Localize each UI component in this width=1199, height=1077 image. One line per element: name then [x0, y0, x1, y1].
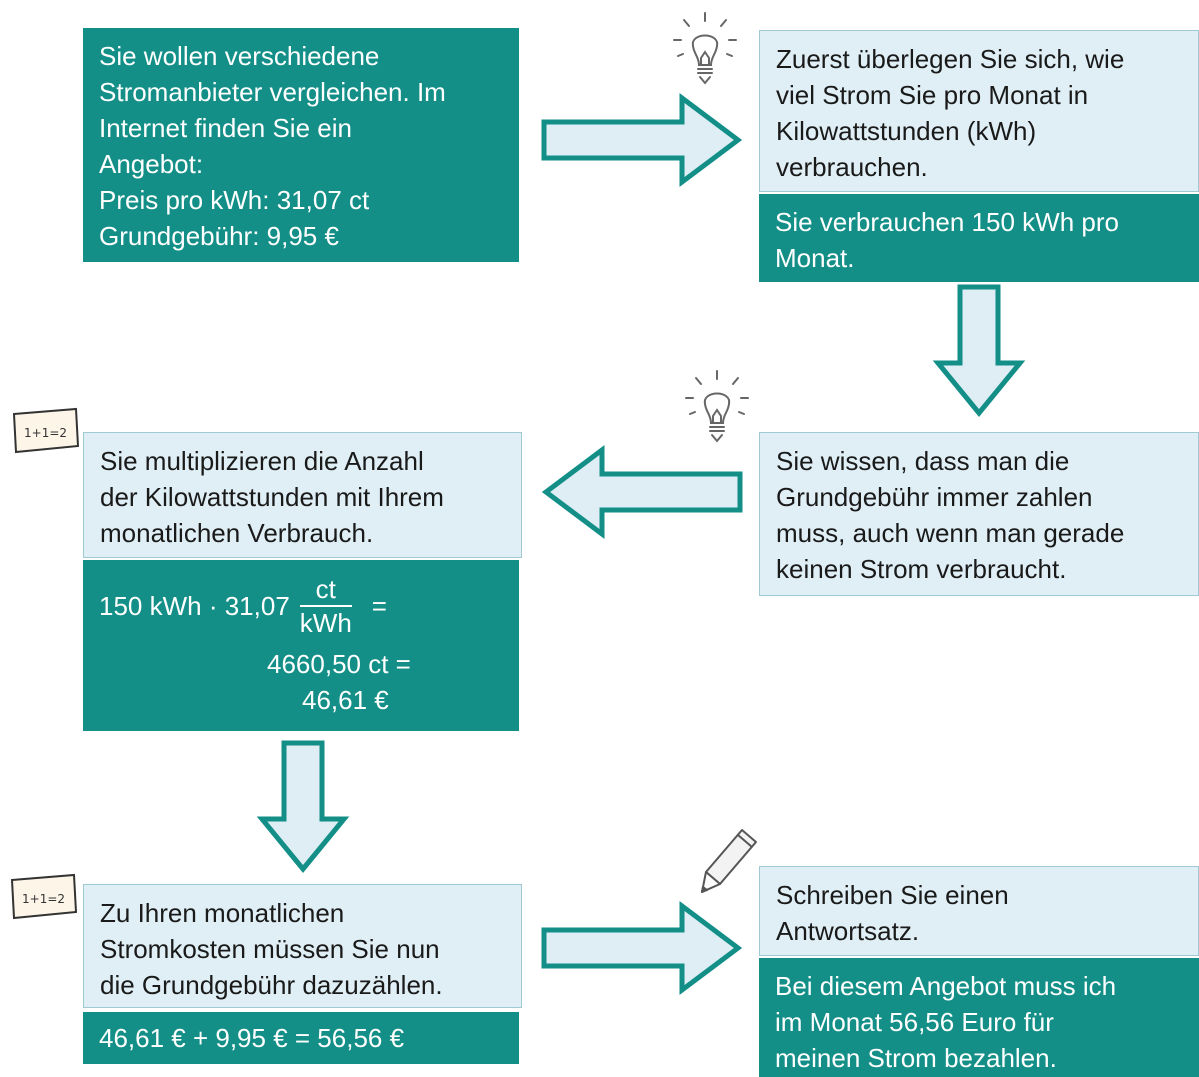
add-fee-question-box: Zu Ihren monatlichen Stromkosten müssen …: [83, 884, 522, 1008]
question-line: Stromkosten müssen Sie nun: [100, 934, 440, 964]
result-ct: 4660,50 ct =: [267, 649, 411, 679]
intro-line: Stromanbieter vergleichen. Im: [99, 77, 446, 107]
pencil-icon: [701, 829, 757, 893]
question-line: verbrauchen.: [776, 152, 928, 182]
calculation-card-icon: 1+1=2: [12, 407, 80, 454]
lightbulb-icon: [673, 12, 737, 85]
intro-fee-line: Grundgebühr: 9,95 €: [99, 221, 339, 251]
multiply-question-box: Sie multiplizieren die Anzahl der Kilowa…: [83, 432, 522, 558]
multiply-calc-box: 150 kWh · 31,07 ct kWh = 4660,50 ct = 46…: [83, 560, 519, 731]
calc-line: 150 kWh · 31,07 ct kWh =: [99, 566, 503, 646]
consumption-question-box: Zuerst überlegen Sie sich, wie viel Stro…: [759, 30, 1199, 192]
arrow-down-1: [932, 284, 1026, 417]
intro-price-line: Preis pro kWh: 31,07 ct: [99, 185, 370, 215]
fraction: ct kWh: [299, 573, 352, 639]
answer-line: Monat.: [775, 243, 855, 273]
question-line: Zu Ihren monatlichen: [100, 898, 345, 928]
answer-line: Bei diesem Angebot muss ich: [775, 971, 1117, 1001]
question-line: die Grundgebühr dazuzählen.: [100, 970, 443, 1000]
calc-prefix: 150 kWh · 31,07: [99, 591, 290, 621]
calc-equals: =: [371, 591, 387, 621]
sum-calc: 46,61 € + 9,95 € = 56,56 €: [99, 1023, 405, 1053]
fraction-denominator: kWh: [299, 608, 352, 638]
base-fee-box: Sie wissen, dass man die Grundgebühr imm…: [759, 432, 1199, 596]
answer-line: Sie verbrauchen 150 kWh pro: [775, 207, 1119, 237]
calculation-card-icon: 1+1=2: [10, 873, 78, 920]
base-fee-line: keinen Strom verbraucht.: [776, 554, 1067, 584]
lightbulb-icon: [685, 370, 749, 443]
question-line: monatlichen Verbrauch.: [100, 518, 374, 548]
add-fee-calc-box: 46,61 € + 9,95 € = 56,56 €: [83, 1012, 519, 1064]
intro-line: Sie wollen verschiedene: [99, 41, 380, 71]
arrow-right-2: [541, 901, 743, 995]
intro-line: Internet finden Sie ein: [99, 113, 352, 143]
arrow-right-1: [541, 93, 743, 187]
base-fee-line: muss, auch wenn man gerade: [776, 518, 1125, 548]
question-line: viel Strom Sie pro Monat in: [776, 80, 1089, 110]
question-line: Zuerst überlegen Sie sich, wie: [776, 44, 1125, 74]
arrow-down-2: [256, 740, 350, 873]
answer-sentence-box: Bei diesem Angebot muss ich im Monat 56,…: [759, 958, 1199, 1077]
result-eur: 46,61 €: [302, 685, 389, 715]
calculation-card-label: 1+1=2: [24, 426, 67, 440]
arrow-left-1: [541, 445, 743, 539]
intro-line: Angebot:: [99, 149, 204, 179]
base-fee-line: Sie wissen, dass man die: [776, 446, 1070, 476]
question-line: Kilowattstunden (kWh): [776, 116, 1037, 146]
base-fee-line: Grundgebühr immer zahlen: [776, 482, 1093, 512]
calculation-card-label: 1+1=2: [22, 892, 65, 906]
answer-line: meinen Strom bezahlen.: [775, 1043, 1057, 1073]
fraction-numerator: ct: [299, 573, 352, 607]
prompt-line: Antwortsatz.: [776, 916, 920, 946]
consumption-answer-box: Sie verbrauchen 150 kWh pro Monat.: [759, 194, 1199, 282]
question-line: Sie multiplizieren die Anzahl: [100, 446, 424, 476]
intro-box: Sie wollen verschiedene Stromanbieter ve…: [83, 28, 519, 262]
answer-prompt-box: Schreiben Sie einen Antwortsatz.: [759, 866, 1199, 956]
prompt-line: Schreiben Sie einen: [776, 880, 1009, 910]
answer-line: im Monat 56,56 Euro für: [775, 1007, 1054, 1037]
question-line: der Kilowattstunden mit Ihrem: [100, 482, 444, 512]
